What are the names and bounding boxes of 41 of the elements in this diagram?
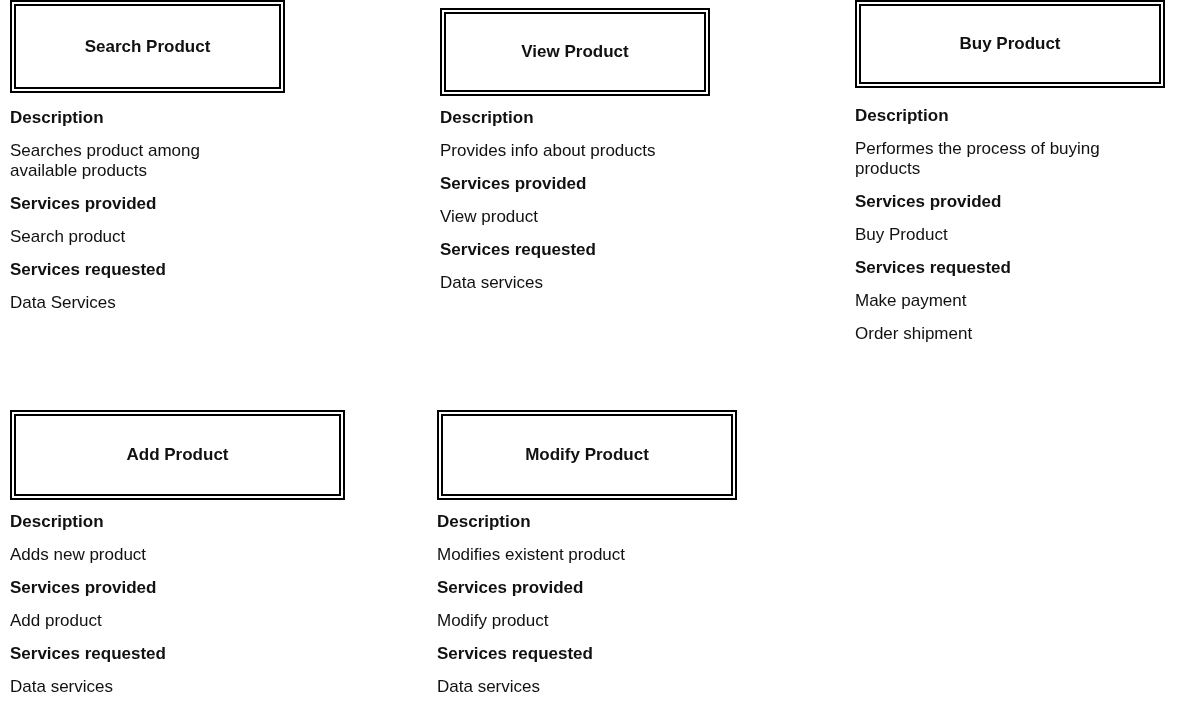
section-text: Search product xyxy=(10,227,127,247)
section-heading: Services requested xyxy=(437,644,594,664)
component-title: Modify Product xyxy=(525,445,649,465)
section-text: Searches product among available products xyxy=(10,141,201,181)
section-text: Data services xyxy=(437,677,541,697)
section-heading: Services provided xyxy=(10,194,158,214)
component-title: View Product xyxy=(521,42,629,62)
section-heading: Description xyxy=(437,512,532,532)
section-text: Order shipment xyxy=(855,324,974,344)
section-heading: Services requested xyxy=(440,240,597,260)
component-box xyxy=(10,410,345,500)
component-title: Add Product xyxy=(126,445,229,465)
section-heading: Services provided xyxy=(437,578,585,598)
component-title: Search Product xyxy=(84,36,211,57)
section-heading: Description xyxy=(10,108,105,128)
section-heading: Services requested xyxy=(855,258,1012,278)
section-heading: Services requested xyxy=(10,260,167,280)
section-text: Provides info about products xyxy=(440,141,657,161)
component-box xyxy=(855,0,1165,88)
section-text: View product xyxy=(440,207,539,227)
component-box xyxy=(437,410,737,500)
section-text: Adds new product xyxy=(10,545,148,565)
component-box xyxy=(10,0,285,93)
section-heading: Services requested xyxy=(10,644,167,664)
section-heading: Description xyxy=(10,512,105,532)
section-text: Buy Product xyxy=(855,225,949,245)
component-box xyxy=(440,8,710,96)
section-text: Performes the process of buying products xyxy=(855,139,1101,179)
section-heading: Services provided xyxy=(855,192,1003,212)
section-heading: Description xyxy=(440,108,535,128)
section-text: Add product xyxy=(10,611,103,631)
section-text: Data Services xyxy=(10,293,117,313)
section-heading: Services provided xyxy=(440,174,588,194)
section-text: Modifies existent product xyxy=(437,545,627,565)
section-text: Data services xyxy=(10,677,114,697)
section-text: Make payment xyxy=(855,291,968,311)
section-text: Data services xyxy=(440,273,544,293)
section-heading: Description xyxy=(855,106,950,126)
section-text: Modify product xyxy=(437,611,550,631)
component-title: Buy Product xyxy=(959,34,1061,54)
section-heading: Services provided xyxy=(10,578,158,598)
